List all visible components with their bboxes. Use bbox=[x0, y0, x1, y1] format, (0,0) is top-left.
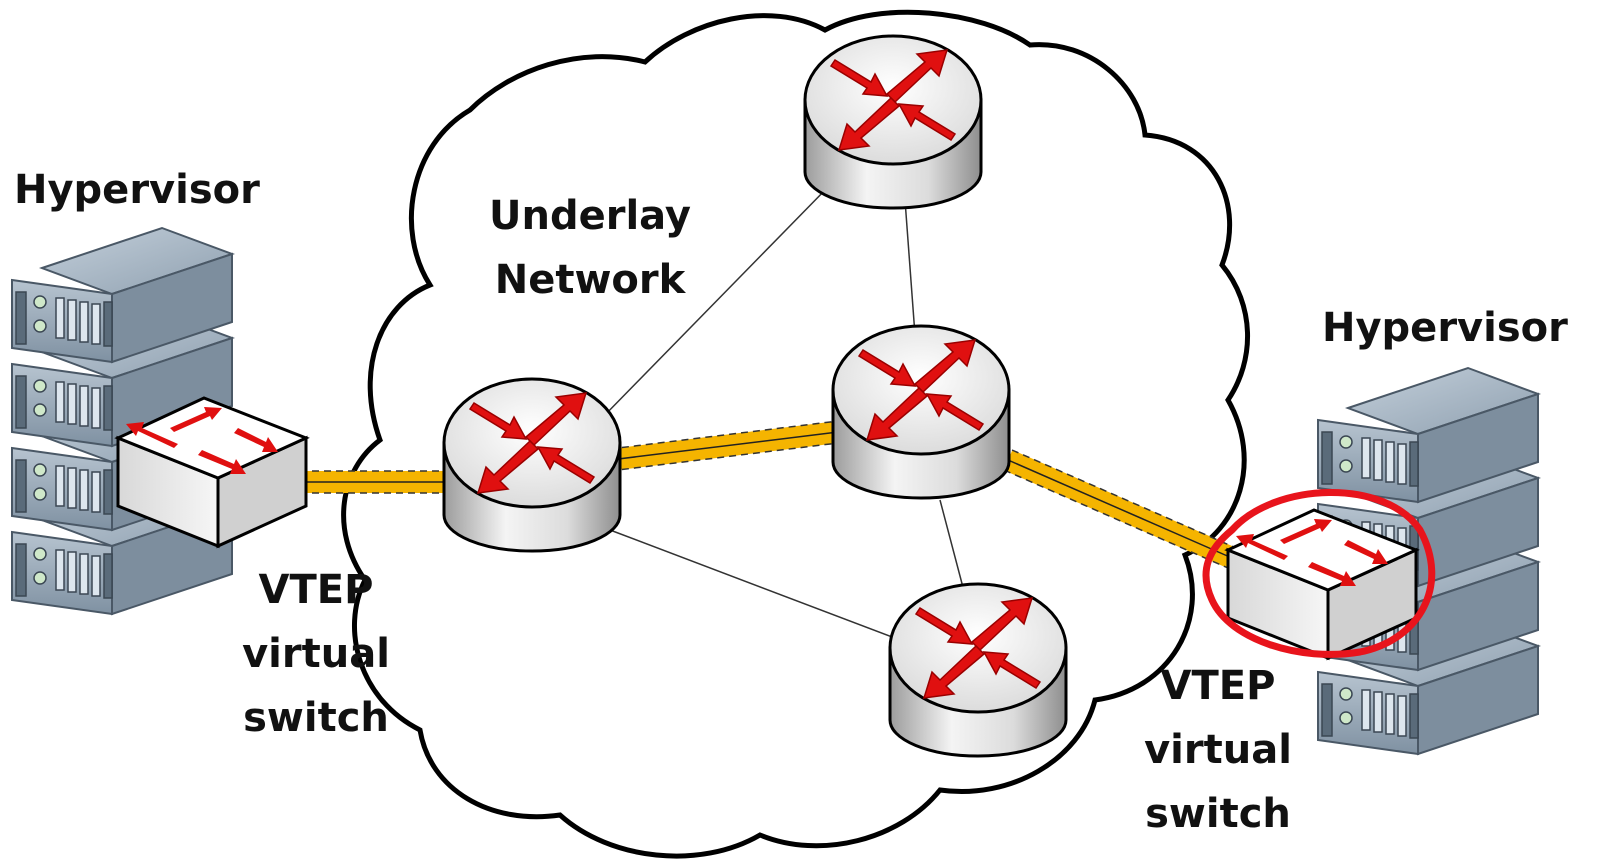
vtep-left-line1: VTEP bbox=[258, 567, 374, 613]
router-icon-left bbox=[442, 377, 622, 553]
underlay-label-line2: Network bbox=[494, 257, 686, 303]
vxlan-tunnel bbox=[300, 420, 1237, 569]
vtep-right-line2: virtual bbox=[1144, 727, 1292, 773]
hypervisor-left-label: Hypervisor bbox=[14, 167, 260, 213]
router-icon-top bbox=[803, 34, 983, 210]
router-icon-bottom bbox=[888, 582, 1068, 758]
vtep-right-label: VTEP virtual switch bbox=[1128, 654, 1308, 846]
underlay-label-line1: Underlay bbox=[489, 193, 691, 239]
vtep-left-line2: virtual bbox=[242, 631, 390, 677]
hypervisor-right-label: Hypervisor bbox=[1322, 305, 1568, 351]
underlay-network-label: Underlay Network bbox=[480, 184, 700, 312]
highlight-circle bbox=[1202, 489, 1436, 658]
vtep-left-line3: switch bbox=[243, 695, 389, 741]
vtep-right-line1: VTEP bbox=[1160, 663, 1276, 709]
underlay-links bbox=[599, 184, 966, 641]
vtep-right-line3: switch bbox=[1145, 791, 1291, 837]
router-icon-center bbox=[831, 324, 1011, 500]
vtep-left-label: VTEP virtual switch bbox=[226, 558, 406, 750]
